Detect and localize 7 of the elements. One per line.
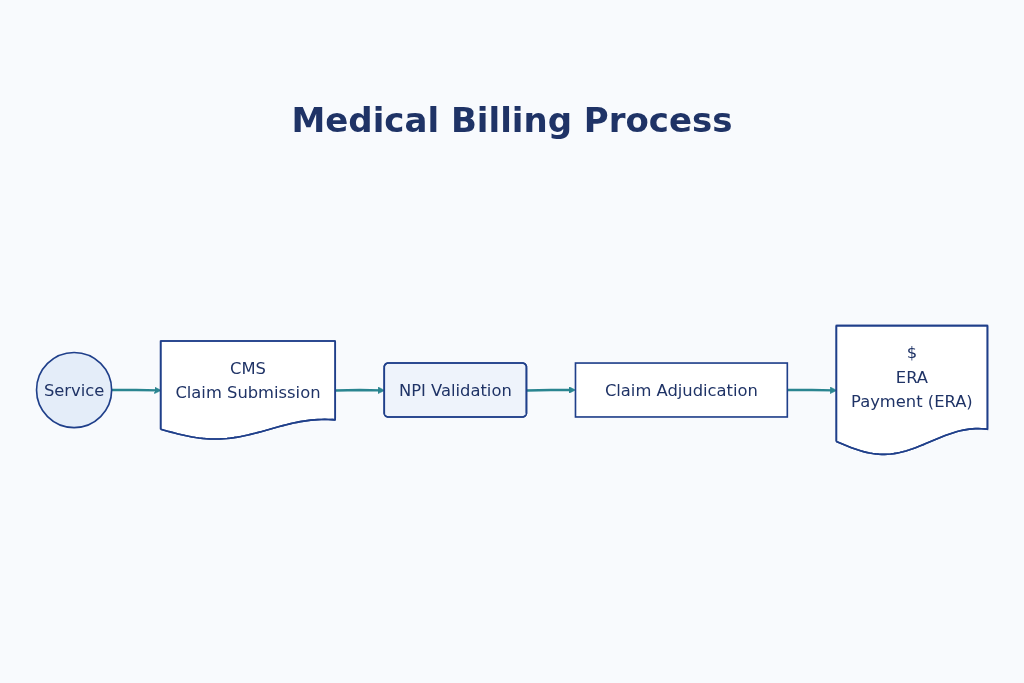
diagram-title: Medical Billing Process <box>291 100 733 140</box>
arrow <box>111 386 162 394</box>
node-box: Claim Adjudication <box>574 362 789 418</box>
node-circle: Service <box>35 351 113 429</box>
arrow <box>526 386 576 394</box>
arrow <box>787 386 838 394</box>
arrow <box>335 386 385 394</box>
